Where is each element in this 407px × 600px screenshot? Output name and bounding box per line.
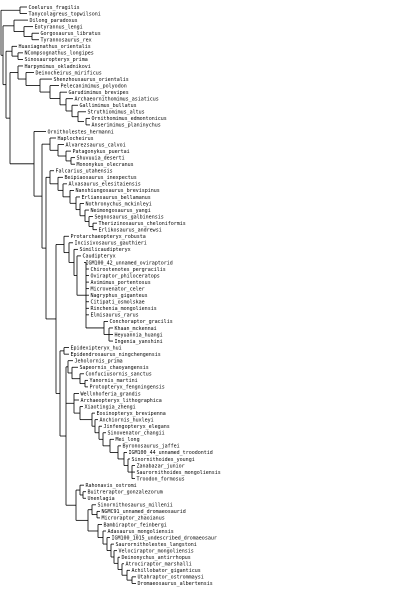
taxon-label: Epidexipteryx_hui [71, 345, 122, 351]
taxon-label: Avimimus_portentosus [91, 280, 151, 286]
taxon-label: Erlikosaurus_andrewsi [99, 228, 162, 234]
taxon-label: Erliansaurus_bellamanus [82, 195, 151, 201]
taxon-label: Saurornitholestes_langstoni [116, 542, 197, 548]
taxon-label: Protopteryx_fengningensis [90, 385, 165, 391]
taxon-label: Caudipteryx [83, 254, 116, 260]
taxon-label: Bambiraptor_feinbergi [104, 522, 167, 528]
taxon-label: Anserimimus_planinychus [92, 123, 161, 129]
taxon-label: Similicaudipteryx [80, 247, 131, 253]
taxon-label: Microraptor_zhaoianus [102, 516, 165, 522]
taxon-label: Protarchaeopteryx_robusta [71, 234, 146, 240]
taxon-label: Neimongosaurus_yangi [91, 208, 151, 214]
taxon-label: Shenzhousaurus_orientalis [54, 77, 129, 83]
taxon-label: Nothronychus_mckinleyi [86, 201, 152, 207]
taxon-label: Ornitholestes_hermanni [48, 129, 114, 135]
taxon-label: Tyrannosaurus_rex [41, 38, 92, 44]
taxon-label: Velociraptor_mongoliensis [119, 548, 194, 554]
taxon-label: Falcarius_utahensis [56, 169, 113, 175]
taxon-label: Epidendrosaurus_ningchengensis [71, 352, 161, 358]
taxon-label: Heyuannia_huangi [115, 332, 163, 338]
taxon-label: Sinosauropteryx_prima [25, 57, 88, 63]
taxon-label: Eotyrannus_lengi [35, 24, 83, 30]
taxon-label: Deinonychus_antirrhopus [122, 555, 191, 561]
taxon-label: Tanycolagreus_topwilsoni [29, 11, 101, 17]
taxon-label: NGMC91_unnamed_dromaeosaurid [102, 509, 186, 515]
taxon-label: Chirostenotes_pergracilis [91, 267, 166, 273]
taxon-label: Sapeornis_chaoyangensis [80, 365, 149, 371]
taxon-label: Byronosaurus_jaffei [123, 444, 180, 450]
taxon-label: Microvenator_celer [91, 286, 145, 292]
taxon-label: Eosinopteryx_brevipenna [97, 411, 166, 417]
taxon-label: Jeholornis_prima [75, 359, 123, 365]
taxon-label: Zanabazar_junior [137, 463, 185, 469]
taxon-label: IGM100_42_unnamed_oviraptorid [86, 260, 173, 266]
taxon-label: Harpymimus_okladnikovi [25, 64, 91, 70]
taxon-label: Mononykus_olecranus [77, 162, 134, 168]
taxon-label: Unenlagia [88, 496, 115, 502]
taxon-label: Achillobator_giganticus [132, 568, 201, 574]
taxon-label: Conchoraptor_gracilis [110, 319, 173, 325]
taxon-label: Haplocheirus [58, 136, 94, 142]
taxon-label: Therizinosaurus_cheloniformis [99, 221, 186, 227]
taxon-label: Troodon_formosus [137, 476, 185, 482]
taxon-label: Sinovenator_changii [108, 431, 165, 437]
taxon-label: Patagonykus_puertai [73, 149, 130, 155]
taxon-label: Pelecanimimus_polyodon [61, 83, 127, 89]
taxon-label: Elmisaurus_rarus [91, 313, 139, 319]
taxon-label: Jinfengopteryx_elegans [104, 424, 170, 430]
taxon-label: Struthiomimus_altus [88, 110, 145, 116]
taxon-label: Ornithomimus_edmontonicus [92, 116, 167, 122]
taxon-label: Coelurus_fragilis [29, 5, 80, 11]
taxon-label: Incisivosaurus_gauthieri [75, 241, 147, 247]
taxon-label: Huaxiagnathus_orientalis [19, 44, 91, 50]
taxon-label: Xiaotingia_zhengi [85, 404, 136, 410]
taxon-label: Gallimimus_bullatus [80, 103, 137, 109]
taxon-label: Gorgosaurus_libratus [41, 31, 101, 37]
taxon-label: Garudimimus_brevipes [69, 90, 129, 96]
taxon-label: Yanornis_martini [90, 378, 138, 384]
taxon-label: Sinornithoides_youngi [132, 457, 195, 463]
taxon-label: Adasaurus_mongoliensis [108, 529, 174, 535]
taxon-label: Beipiaosaurus_inexpectus [65, 175, 137, 181]
taxon-label: Wellnhoferia_grandis [81, 391, 141, 397]
taxon-label: Saurornithoides_mongoliensis [137, 470, 221, 476]
taxon-label: Atrociraptor_marshalli [126, 562, 192, 568]
taxon-label: Ingenia_yanshini [115, 339, 163, 345]
taxon-label: Archaeopteryx_lithographica [81, 398, 162, 404]
taxon-label: Alxasaurus_elesitaiensis [69, 182, 141, 188]
taxon-label: Deinocheirus_mirificus [36, 70, 102, 76]
taxon-label: IGM100_1015_undescribed_dromaeosaur [112, 535, 217, 541]
taxon-label: Mei_long [116, 437, 140, 443]
taxon-label: Dilong_paradoxus [30, 18, 78, 24]
taxon-label: Rinchenia_mongoliensis [91, 306, 157, 312]
taxon-label: Oviraptor_philoceratops [91, 273, 160, 279]
taxon-label: Shuvuuia_deserti [77, 155, 125, 161]
taxon-label: Citipati_osmolskae [91, 300, 145, 306]
taxon-label: Sinornithosaurus_millenii [98, 503, 173, 509]
taxon-label: Khaan_mckennai [115, 326, 157, 332]
taxon-label: Confuciusornis_sanctus [86, 372, 152, 378]
taxon-label: Anchiornis_huxleyi [100, 417, 154, 423]
taxon-label: Dromaeosaurus_albertensis [138, 581, 213, 587]
cladogram-branches [0, 6, 136, 584]
taxon-label: Utahraptor_ostrommaysi [138, 575, 204, 581]
taxon-label: Nagryphus_giganteus [91, 293, 148, 299]
taxon-label: Archaeornithomimus_asiaticus [75, 97, 159, 103]
taxon-label: Alvarezsaurus_calvoi [66, 142, 126, 148]
taxon-label: Buitreraptor_gonzalezorum [88, 490, 163, 496]
taxon-label: NCompsognathus_longipes [25, 51, 94, 57]
taxon-label: Segnosaurus_galbinensis [95, 214, 164, 220]
taxon-label: IGM100_44_unnamed_troodontid [129, 450, 213, 456]
taxon-label: Nanshiungosaurus_brevispinus [76, 188, 160, 194]
cladogram-labels: Coelurus_fragilisTanycolagreus_topwilson… [19, 5, 221, 587]
taxon-label: Rahonavis_ostromi [86, 483, 137, 489]
